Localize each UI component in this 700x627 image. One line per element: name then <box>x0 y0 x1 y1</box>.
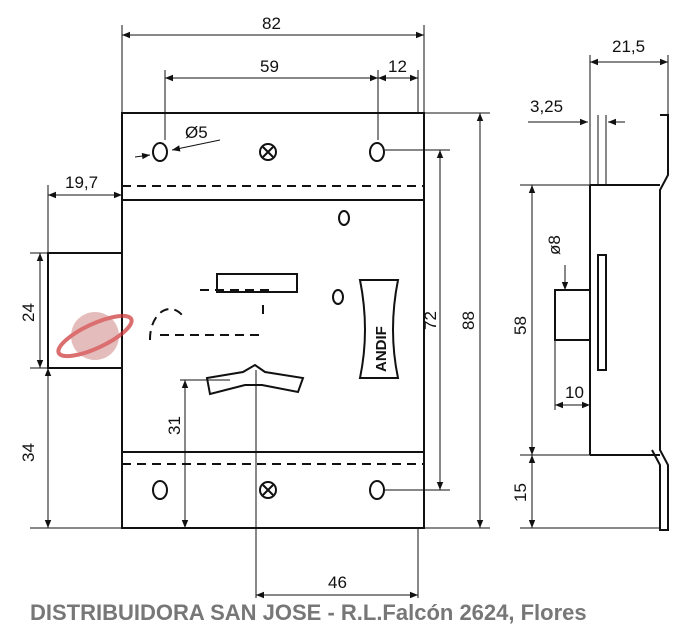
dim-72: 72 <box>421 311 440 330</box>
dim-34: 34 <box>19 443 38 462</box>
dim-3-25: 3,25 <box>530 97 563 116</box>
dim-21-5: 21,5 <box>612 37 645 56</box>
dim-12: 12 <box>388 57 407 76</box>
screw-icon <box>259 143 277 499</box>
dimension-lines <box>30 25 669 599</box>
dim-15: 15 <box>511 483 530 502</box>
dim-10: 10 <box>565 383 584 402</box>
front-view: ANDIF <box>47 112 425 598</box>
dim-shaft-diameter: ø8 <box>545 235 564 255</box>
andif-logo: ANDIF <box>358 279 400 379</box>
dim-58: 58 <box>511 316 530 335</box>
bolt <box>47 252 123 369</box>
dimension-labels: 82 59 12 Ø5 19,7 24 34 72 88 31 46 21,5 … <box>19 14 645 592</box>
dim-82: 82 <box>262 14 281 33</box>
dim-46: 46 <box>328 573 347 592</box>
mounting-holes <box>152 142 385 500</box>
key-lever <box>205 363 305 396</box>
svg-text:ANDIF: ANDIF <box>373 326 390 372</box>
side-view <box>554 114 669 531</box>
dim-31: 31 <box>165 416 184 435</box>
dim-24: 24 <box>19 303 38 322</box>
watermark: DISTRIBUIDORA SAN JOSE - R.L.Falcón 2624… <box>30 312 587 625</box>
dim-59: 59 <box>260 57 279 76</box>
dim-88: 88 <box>459 311 478 330</box>
shaft <box>554 289 591 341</box>
planet-logo-icon <box>56 312 134 360</box>
lock-plate <box>121 112 425 529</box>
dim-19-7: 19,7 <box>65 173 98 192</box>
watermark-text: DISTRIBUIDORA SAN JOSE - R.L.Falcón 2624… <box>30 600 587 625</box>
dim-hole-diameter: Ø5 <box>185 123 208 142</box>
